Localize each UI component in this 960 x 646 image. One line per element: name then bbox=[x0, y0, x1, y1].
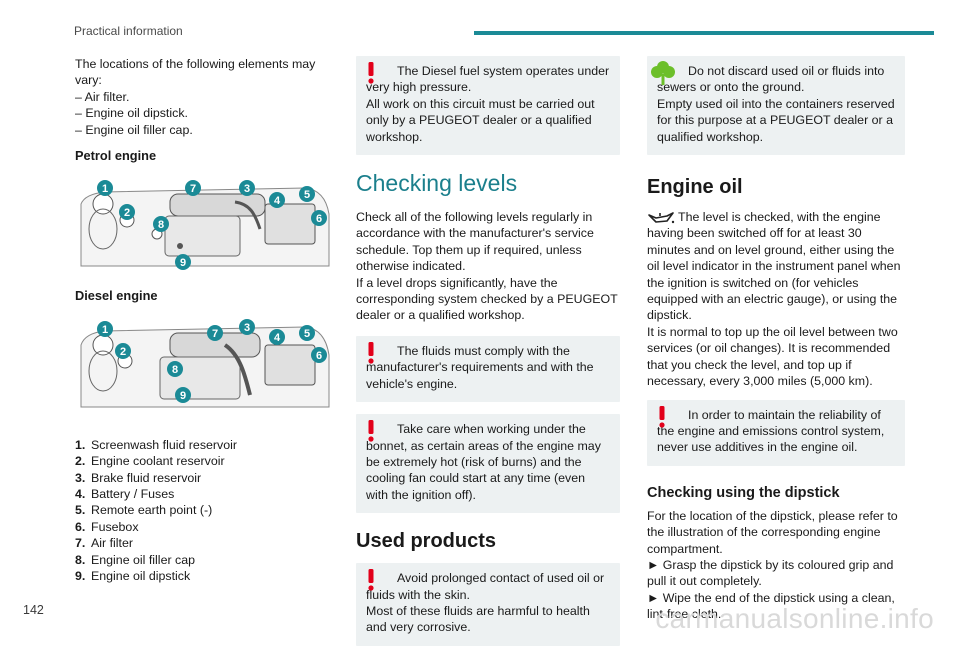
diagram-marker: 7 bbox=[185, 180, 201, 197]
svg-text:2: 2 bbox=[124, 207, 130, 219]
svg-text:6: 6 bbox=[316, 213, 322, 225]
svg-text:5: 5 bbox=[304, 189, 310, 201]
svg-text:7: 7 bbox=[190, 183, 196, 195]
warning-box-additives: In order to maintain the reliability of … bbox=[647, 399, 905, 466]
svg-text:3: 3 bbox=[244, 322, 250, 334]
svg-text:4: 4 bbox=[274, 195, 281, 207]
svg-text:1: 1 bbox=[102, 324, 108, 336]
diagram-marker: 2 bbox=[115, 342, 131, 359]
diagram-marker: 6 bbox=[311, 210, 327, 227]
body-text: Check all of the following levels regula… bbox=[356, 210, 594, 274]
column-3: Do not discard used oil or fluids into s… bbox=[647, 56, 905, 623]
diagram-marker: 9 bbox=[175, 386, 191, 403]
diagram-marker: 1 bbox=[97, 320, 113, 337]
list-item: 3.Brake fluid reservoir bbox=[75, 470, 202, 485]
column-1: The locations of the following elements … bbox=[75, 56, 337, 585]
eco-box: Do not discard used oil or fluids into s… bbox=[647, 56, 905, 156]
svg-text:3: 3 bbox=[244, 183, 250, 195]
diagram-marker: 4 bbox=[269, 192, 285, 209]
svg-text:9: 9 bbox=[180, 257, 186, 269]
diesel-engine-title: Diesel engine bbox=[75, 288, 158, 304]
list-item: 7.Air filter bbox=[75, 536, 133, 551]
diagram-marker: 9 bbox=[175, 254, 191, 271]
svg-text:4: 4 bbox=[274, 332, 281, 344]
parts-list: 1.Screenwash fluid reservoir 2.Engine co… bbox=[75, 437, 337, 585]
body-text: If a level drops significantly, have the… bbox=[356, 275, 618, 323]
diagram-marker: 2 bbox=[119, 204, 135, 221]
dipstick-heading: Checking using the dipstick bbox=[647, 484, 840, 501]
body-text: ► Grasp the dipstick by its coloured gri… bbox=[647, 557, 894, 589]
list-item: 5.Remote earth point (-) bbox=[75, 503, 213, 518]
vary-item: – Engine oil filler cap. bbox=[75, 122, 193, 137]
warning-box-diesel: The Diesel fuel system operates under ve… bbox=[356, 56, 620, 156]
svg-text:1: 1 bbox=[102, 183, 108, 195]
svg-text:5: 5 bbox=[304, 328, 310, 340]
list-item: 6.Fusebox bbox=[75, 519, 139, 534]
intro-text: The locations of the following elements … bbox=[75, 57, 316, 88]
running-header: Practical information bbox=[74, 24, 183, 38]
list-item: 2.Engine coolant reservoir bbox=[75, 454, 225, 469]
diagram-marker: 5 bbox=[299, 324, 315, 341]
diagram-marker: 6 bbox=[311, 346, 327, 363]
diagram-marker: 8 bbox=[153, 216, 169, 233]
list-item: 8.Engine oil filler cap bbox=[75, 552, 196, 567]
list-item: 4.Battery / Fuses bbox=[75, 487, 175, 502]
warning-box-bonnet: Take care when working under the bonnet,… bbox=[356, 414, 620, 514]
header-rule bbox=[474, 31, 934, 35]
svg-text:8: 8 bbox=[172, 364, 178, 376]
list-item: 9.Engine oil dipstick bbox=[75, 569, 191, 584]
oil-paragraph: The level is checked, with the engine ha… bbox=[647, 210, 901, 323]
body-text: ► Wipe the end of the dipstick using a c… bbox=[647, 590, 895, 622]
svg-text:8: 8 bbox=[158, 219, 164, 231]
diagram-marker: 5 bbox=[299, 186, 315, 203]
list-item: 1.Screenwash fluid reservoir bbox=[75, 437, 237, 452]
warning-icon bbox=[368, 341, 374, 364]
oil-can-icon bbox=[648, 212, 675, 224]
diagram-marker: 7 bbox=[207, 324, 223, 341]
warning-box-fluids: The fluids must comply with the manufact… bbox=[356, 335, 620, 403]
watermark: carmanualsonline.info bbox=[655, 603, 934, 634]
warning-icon bbox=[368, 420, 374, 442]
diagram-marker: 8 bbox=[167, 360, 183, 377]
diagram-marker: 1 bbox=[97, 180, 113, 197]
petrol-engine-title: Petrol engine bbox=[75, 148, 157, 164]
warning-icon bbox=[368, 62, 374, 84]
svg-text:7: 7 bbox=[212, 328, 218, 340]
body-text: For the location of the dipstick, please… bbox=[647, 508, 898, 556]
diagram-marker: 3 bbox=[239, 180, 255, 197]
page-number: 142 bbox=[23, 603, 44, 617]
column-2: The Diesel fuel system operates under ve… bbox=[356, 56, 620, 646]
checking-levels-heading: Checking levels bbox=[356, 170, 518, 197]
vary-item: – Air filter. bbox=[75, 89, 130, 104]
warning-icon bbox=[659, 405, 665, 428]
body-text: It is normal to top up the oil level bet… bbox=[647, 324, 898, 389]
diagram-marker: 3 bbox=[239, 318, 255, 335]
diesel-engine-diagram: 1 2 3 4 5 6 7 8 9 bbox=[75, 314, 333, 415]
svg-text:2: 2 bbox=[120, 346, 126, 358]
svg-text:6: 6 bbox=[316, 350, 322, 362]
engine-oil-heading: Engine oil bbox=[647, 176, 743, 199]
vary-item: – Engine oil dipstick. bbox=[75, 106, 188, 121]
eco-tree-icon bbox=[651, 61, 675, 85]
diagram-marker: 4 bbox=[269, 328, 285, 345]
used-products-heading: Used products bbox=[356, 530, 497, 553]
warning-box-used: Avoid prolonged contact of used oil or f… bbox=[356, 563, 620, 646]
warning-icon bbox=[368, 569, 374, 591]
svg-text:9: 9 bbox=[180, 390, 186, 402]
petrol-engine-diagram: 1 2 3 4 5 6 7 8 9 bbox=[75, 174, 333, 275]
